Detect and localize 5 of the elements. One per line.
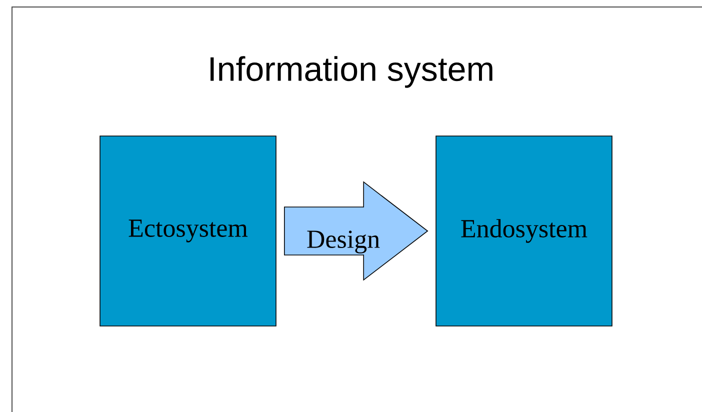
edge-label: Design xyxy=(307,230,380,254)
title: Information system xyxy=(210,56,492,88)
system-box: Ectosystem xyxy=(100,136,276,326)
block-arrow xyxy=(284,181,428,281)
system-box: Endosystem xyxy=(436,136,612,326)
